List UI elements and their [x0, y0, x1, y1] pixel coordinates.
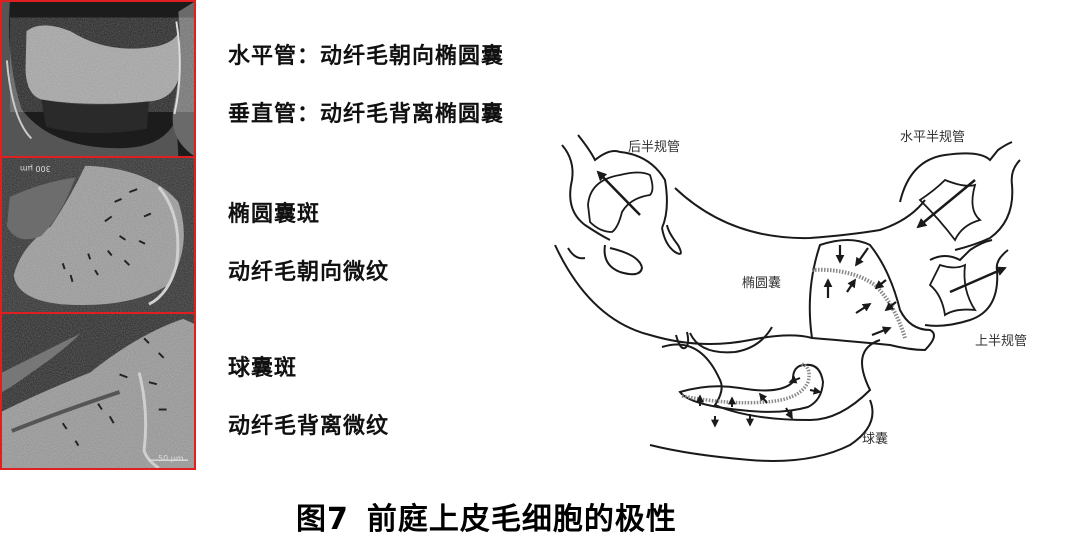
saccule-macula-desc: 动纤毛背离微纹 — [228, 414, 390, 439]
horizontal-canal-diagram-label: 水平半规管 — [900, 130, 966, 145]
scale-bar-label: 300 μm — [20, 164, 51, 173]
utricle-macula-title: 椭圆囊斑 — [228, 202, 321, 227]
saccule-macula-title: 球囊斑 — [228, 356, 298, 381]
posterior-canal-label: 后半规管 — [628, 140, 681, 155]
saccule-label: 球囊 — [862, 432, 889, 447]
figure-number: 图7 — [296, 502, 349, 537]
sem-image-utricle-macula: 300 μm — [0, 156, 196, 314]
sem-image-saccule-macula: 50 μm — [0, 312, 196, 470]
saccule-striola — [681, 362, 811, 405]
polarity-marks — [61, 337, 167, 447]
horizontal-canal-ampulla — [899, 141, 1021, 251]
utricle-lower-wall — [554, 244, 813, 345]
sem-image-semicircular-canal — [0, 0, 196, 158]
utricle-bulge — [689, 326, 773, 354]
utricle-label: 椭圆囊 — [742, 276, 782, 291]
horizontal-canal-label: 水平管：动纤毛朝向椭圆囊 — [228, 44, 505, 69]
utricle-macula-micrograph — [2, 158, 194, 312]
scale-bar-label: 50 μm — [158, 454, 184, 463]
vestibular-schematic: 后半规管 水平半规管 上半规管 椭圆囊 球囊 — [550, 120, 1080, 470]
polarity-marks — [61, 188, 152, 283]
saccule-macula-micrograph — [2, 314, 194, 468]
utricle-macula-desc: 动纤毛朝向微纹 — [228, 260, 390, 285]
crista-micrograph — [2, 2, 194, 156]
saccule — [649, 339, 881, 462]
superior-canal-label: 上半规管 — [975, 334, 1028, 349]
utricle-sac — [808, 239, 935, 352]
superior-canal-ampulla — [924, 239, 1009, 327]
posterior-canal-ampulla — [561, 134, 682, 276]
utricle-upper-wall — [674, 187, 926, 240]
vertical-canal-label: 垂直管：动纤毛背离椭圆囊 — [228, 102, 505, 127]
figure-title: 前庭上皮毛细胞的极性 — [366, 502, 677, 537]
figure-caption: 图7 前庭上皮毛细胞的极性 — [296, 494, 677, 538]
